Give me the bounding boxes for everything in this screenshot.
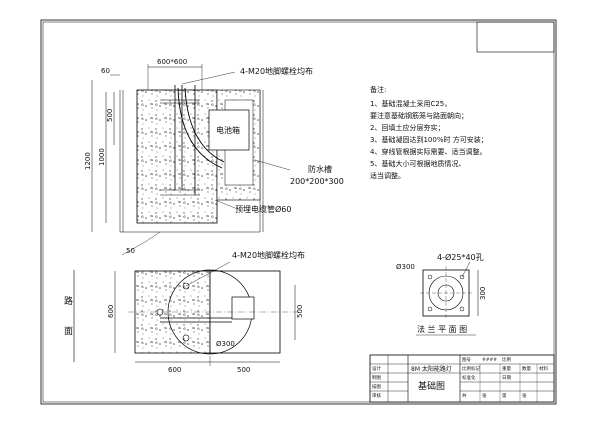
tb-cell-7: 设计 <box>372 365 381 372</box>
label-bolts-elevation: 4-M20地脚螺栓均布 <box>240 66 313 76</box>
tb-cell-8: 制图 <box>372 374 381 381</box>
tb-cell-15: 第 <box>502 392 507 399</box>
plan-view: 路 面 600 500 600 500 Ø300 4-M20地脚螺栓均布 <box>64 250 305 374</box>
tb-cell-9: 描图 <box>372 383 381 390</box>
inner-frame <box>42 21 555 403</box>
notes-block: 备注: 1、基础混凝土采用C25， 要注意基础钢筋笼与路面朝向； 2、回填土应分… <box>370 85 488 180</box>
tb-cell-14: 张 <box>482 392 487 399</box>
road-char-1: 路 <box>64 295 73 307</box>
tb-cell-6: 重量 <box>502 365 511 372</box>
dim-1200: 1200 <box>84 152 92 170</box>
dim-left-small: 60 <box>101 67 110 75</box>
label-waterproof: 防水槽 <box>308 164 332 174</box>
note-line-6: 5、基础大小可根据地质情况、 <box>370 159 465 168</box>
dim-600-side: 600 <box>107 305 115 318</box>
battery-box <box>208 109 250 151</box>
dim-600-bottom: 600 <box>168 366 181 374</box>
note-line-4: 3、基础凝固达到100%时 方可安装； <box>370 135 488 144</box>
tb-cell-16: 张 <box>522 392 527 399</box>
label-battery-box: 电池箱 <box>216 125 240 135</box>
tb-cell-11: 标准化 <box>462 374 476 381</box>
elevation-view: 600*600 60 500 1000 1200 4-M20地脚螺栓均布 电池箱… <box>84 58 344 256</box>
tb-cell-3: 数量 <box>522 365 531 372</box>
note-line-3: 2、回填土应分层夯实； <box>370 123 444 132</box>
foundation-block <box>136 89 218 224</box>
dim-500-bottom: 500 <box>237 366 250 374</box>
tb-cell-0: 图号 <box>462 357 471 363</box>
outer-frame <box>40 19 557 405</box>
title-product: 8M 太阳能路灯 <box>411 365 452 373</box>
title-drawing-name: 基础图 <box>418 380 445 392</box>
dim-dia300: Ø300 <box>216 340 235 348</box>
title-block: 8M 太阳能路灯 基础图 图号 #### 比例 数量 材料 比例标记 重量 设计… <box>369 354 555 403</box>
flange-dim-300: 300 <box>479 287 487 300</box>
label-waterproof-size: 200*200*300 <box>290 177 344 186</box>
tb-cell-12: 日期 <box>502 375 511 381</box>
tb-cell-2: 比例 <box>502 356 511 363</box>
tb-cell-1: #### <box>482 357 497 363</box>
flange-holes-label: 4-Ø25*40孔 <box>437 252 484 262</box>
dim-50: 50 <box>126 247 135 255</box>
dim-1000: 1000 <box>98 148 106 166</box>
flange-dia300: Ø300 <box>396 263 415 271</box>
dim-top-width: 600*600 <box>157 58 187 66</box>
note-line-1: 1、基础混凝土采用C25， <box>370 99 451 108</box>
dim-500-side: 500 <box>296 305 304 318</box>
tb-cell-10: 审核 <box>372 392 381 399</box>
label-conduit: 预埋电缆管Ø60 <box>235 204 291 214</box>
corner-tag-box <box>476 21 555 53</box>
tb-cell-4: 材料 <box>539 365 548 372</box>
tb-cell-13: 共 <box>462 392 467 399</box>
tb-cell-5: 比例标记 <box>462 365 480 372</box>
notes-title: 备注: <box>370 85 386 94</box>
note-line-7: 适当调整。 <box>370 171 405 180</box>
note-line-5: 4、穿线管根据实际需要、适当调整。 <box>370 147 486 156</box>
dim-500: 500 <box>106 109 114 122</box>
flange-caption: 法 兰 平 面 图 <box>417 324 467 334</box>
road-char-2: 面 <box>64 326 73 337</box>
label-bolts-plan: 4-M20地脚螺栓均布 <box>232 250 305 260</box>
flange-plan: 4-Ø25*40孔 Ø300 300 法 兰 平 面 图 <box>396 252 487 336</box>
note-line-2: 要注意基础钢筋笼与路面朝向； <box>370 111 468 120</box>
